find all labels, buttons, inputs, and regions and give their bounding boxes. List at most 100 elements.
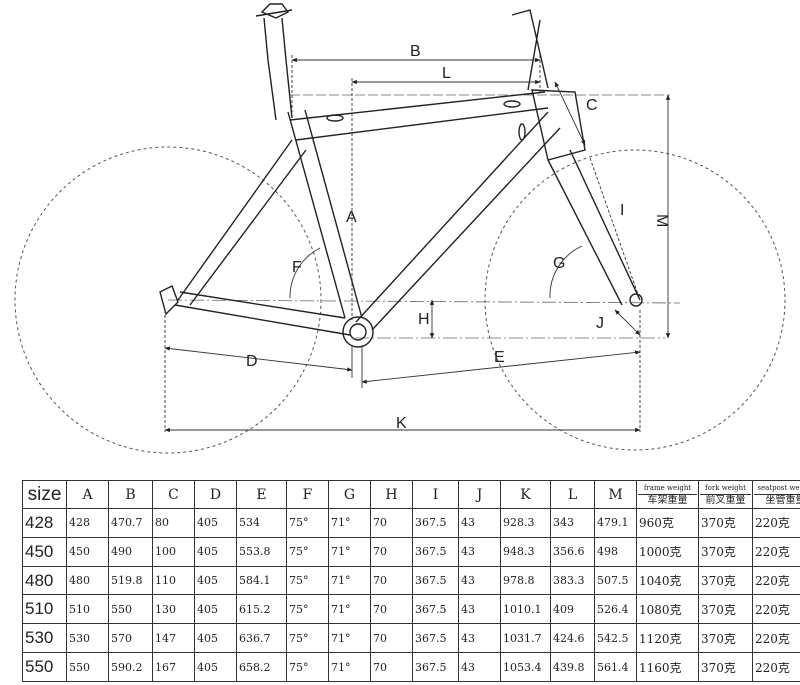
- table-cell: 370克: [698, 508, 753, 538]
- dimension-header-F: F: [286, 480, 329, 509]
- dimension-lines: [164, 55, 671, 433]
- table-cell: 367.5: [412, 508, 459, 538]
- dimension-header-C: C: [152, 480, 195, 509]
- weight-header-zh: 车架重量: [638, 494, 697, 507]
- table-cell: 70: [370, 623, 413, 654]
- table-cell: 147: [152, 623, 195, 654]
- seatpost: [255, 3, 293, 121]
- dim-label-A: A: [346, 209, 357, 226]
- table-cell: 519.8: [108, 565, 153, 596]
- table-cell: 498: [594, 536, 637, 567]
- table-cell: 75°: [286, 508, 329, 538]
- dimension-header-E: E: [236, 480, 287, 509]
- table-cell: 71°: [328, 652, 371, 682]
- weight-header-zh: 坐管重量: [754, 494, 800, 507]
- front-wheel-outline: [484, 149, 786, 451]
- table-cell: 370克: [698, 565, 753, 596]
- size-cell: 480: [22, 565, 67, 596]
- table-cell: 220克: [752, 536, 800, 567]
- table-cell: 1031.7: [500, 623, 551, 654]
- table-cell: 110: [152, 565, 195, 596]
- dimension-header-G: G: [328, 480, 371, 509]
- table-cell: 590.2: [108, 652, 153, 682]
- table-cell: 75°: [286, 565, 329, 596]
- table-cell: 343: [550, 508, 595, 538]
- table-cell: 960克: [636, 508, 699, 538]
- table-cell: 553.8: [236, 536, 287, 567]
- weight-header-2: seatpost weight 坐管重量: [752, 480, 800, 509]
- size-cell: 550: [22, 652, 67, 682]
- table-cell: 367.5: [412, 623, 459, 654]
- table-cell: 43: [458, 594, 501, 625]
- table-cell: 71°: [328, 565, 371, 596]
- table-cell: 71°: [328, 594, 371, 625]
- table-cell: 450: [66, 536, 109, 567]
- dimension-header-M: M: [594, 480, 637, 509]
- table-cell: 367.5: [412, 536, 459, 567]
- table-cell: 550: [108, 594, 153, 625]
- table-cell: 367.5: [412, 565, 459, 596]
- table-cell: 948.3: [500, 536, 551, 567]
- table-cell: 570: [108, 623, 153, 654]
- size-cell: 450: [22, 536, 67, 567]
- dim-label-B: B: [410, 43, 421, 60]
- dimension-header-B: B: [108, 480, 153, 509]
- table-cell: 71°: [328, 623, 371, 654]
- dim-label-L: L: [442, 65, 451, 82]
- table-cell: 370克: [698, 623, 753, 654]
- table-cell: 928.3: [500, 508, 551, 538]
- dim-label-E: E: [494, 349, 505, 366]
- table-cell: 370克: [698, 536, 753, 567]
- table-cell: 367.5: [412, 594, 459, 625]
- table-cell: 424.6: [550, 623, 595, 654]
- table-cell: 550: [66, 652, 109, 682]
- table-cell: 1160克: [636, 652, 699, 682]
- table-cell: 43: [458, 623, 501, 654]
- weight-header-en: seatpost weight: [757, 484, 800, 492]
- bike-frame: [159, 9, 643, 348]
- table-cell: 1053.4: [500, 652, 551, 682]
- table-cell: 615.2: [236, 594, 287, 625]
- table-cell: 75°: [286, 623, 329, 654]
- dim-label-K: K: [396, 415, 407, 432]
- dim-label-G: G: [553, 255, 565, 272]
- dimension-header-L: L: [550, 480, 595, 509]
- size-cell: 510: [22, 594, 67, 625]
- table-cell: 43: [458, 652, 501, 682]
- table-cell: 526.4: [594, 594, 637, 625]
- bike-frame-geometry-diagram: B L C M A I F G H J D E K: [14, 3, 786, 454]
- table-cell: 507.5: [594, 565, 637, 596]
- dim-label-I: I: [620, 202, 624, 219]
- table-cell: 75°: [286, 652, 329, 682]
- table-cell: 75°: [286, 594, 329, 625]
- table-cell: 405: [194, 594, 237, 625]
- dim-label-H: H: [418, 311, 430, 328]
- table-cell: 405: [194, 508, 237, 538]
- table-cell: 1040克: [636, 565, 699, 596]
- table-cell: 405: [194, 536, 237, 567]
- dimension-header-A: A: [66, 480, 109, 509]
- table-cell: 1080克: [636, 594, 699, 625]
- dimension-header-J: J: [458, 480, 501, 509]
- table-cell: 70: [370, 536, 413, 567]
- table-cell: 479.1: [594, 508, 637, 538]
- axle-centerline: [167, 299, 681, 304]
- table-cell: 534: [236, 508, 287, 538]
- dim-label-D: D: [246, 353, 258, 370]
- table-cell: 75°: [286, 536, 329, 567]
- dimension-header-K: K: [500, 480, 551, 509]
- table-cell: 370克: [698, 594, 753, 625]
- table-cell: 367.5: [412, 652, 459, 682]
- table-cell: 409: [550, 594, 595, 625]
- table-cell: 43: [458, 565, 501, 596]
- table-cell: 658.2: [236, 652, 287, 682]
- table-cell: 356.6: [550, 536, 595, 567]
- table-cell: 1010.1: [500, 594, 551, 625]
- table-cell: 167: [152, 652, 195, 682]
